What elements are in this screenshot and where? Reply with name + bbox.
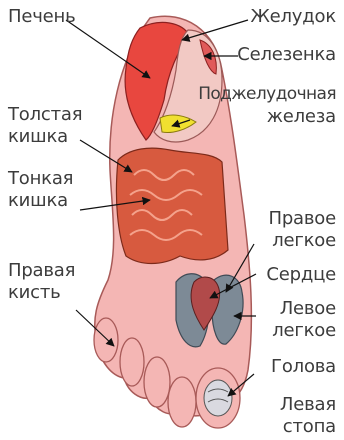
label-large-intestine-line2: кишка: [8, 126, 68, 147]
label-left-foot-line2: стопа: [283, 416, 336, 437]
label-left-lung-line1: Левое: [280, 298, 336, 319]
label-right-lung-line1: Правое: [269, 208, 337, 229]
label-left-lung-line2: легкое: [272, 320, 336, 341]
label-left-foot-line1: Левая: [280, 394, 336, 415]
label-right-hand-line2: кисть: [8, 282, 61, 303]
label-large-intestine-line1: Толстая: [8, 104, 82, 125]
head-zone: [204, 380, 232, 416]
label-stomach: Желудок: [250, 6, 336, 27]
label-head: Голова: [271, 356, 336, 377]
label-small-intestine-line2: кишка: [8, 190, 68, 211]
intestine-zone: [116, 148, 228, 263]
label-heart: Сердце: [266, 264, 336, 285]
label-small-intestine-line1: Тонкая: [8, 168, 73, 189]
label-spleen: Селезенка: [237, 44, 336, 65]
label-right-hand-line1: Правая: [8, 260, 75, 281]
label-right-lung-line2: легкое: [272, 230, 336, 251]
label-pancreas-line1: Поджелудочная: [198, 84, 336, 105]
label-liver: Печень: [8, 6, 76, 27]
label-pancreas-line2: железа: [267, 106, 336, 127]
